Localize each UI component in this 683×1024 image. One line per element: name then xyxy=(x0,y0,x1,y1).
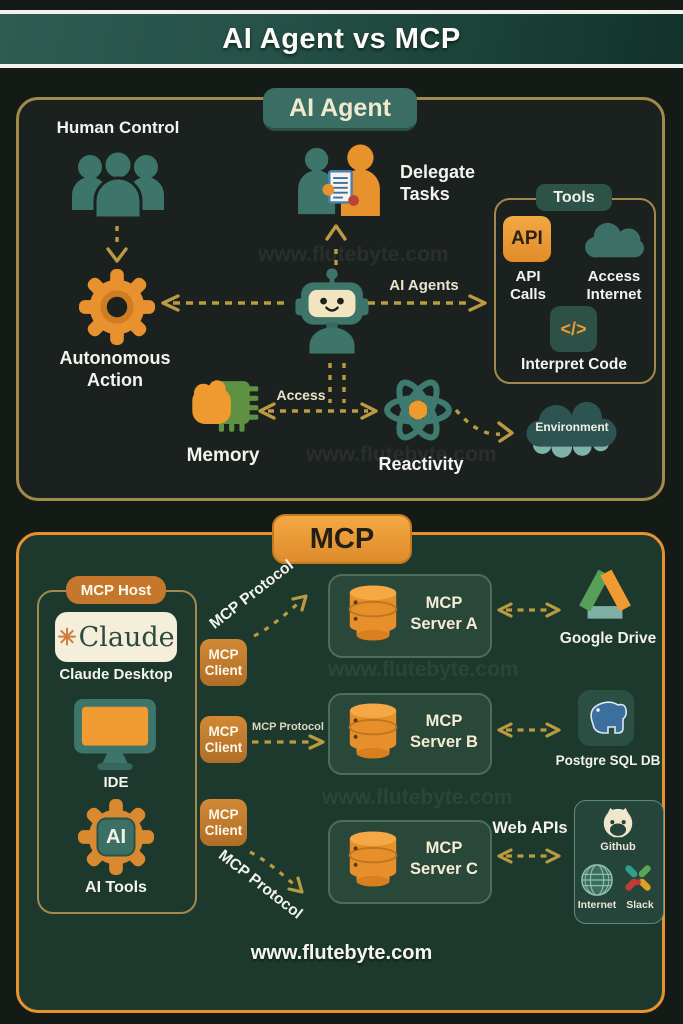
watermark-mcp-bottom: www.flutebyte.com xyxy=(322,786,513,809)
mcp-server-c-label: MCP Server C xyxy=(410,839,478,879)
arrow-client1-to-serverA xyxy=(253,594,308,638)
database-icon-b xyxy=(348,703,398,759)
page-title: AI Agent vs MCP xyxy=(222,22,461,55)
internet-cloud-icon xyxy=(585,222,644,258)
ai-agents-label: AI Agents xyxy=(389,277,459,294)
claude-logo: ✳ Claude xyxy=(55,612,177,662)
github-icon xyxy=(603,807,633,838)
web-services-box xyxy=(574,800,664,924)
arrow-memory-reactivity xyxy=(258,402,378,420)
mcp-protocol-label-2: MCP Protocol xyxy=(252,721,324,733)
mcp-client-3: MCP Client xyxy=(200,799,247,846)
arrow-robot-to-action xyxy=(161,294,284,312)
ai-badge-text: AI xyxy=(106,825,126,848)
access-label: Access xyxy=(276,387,326,403)
ide-label: IDE xyxy=(103,774,129,791)
environment-cloud-icon: Environment xyxy=(520,398,624,458)
mcp-server-b-label: MCP Server B xyxy=(410,712,478,752)
arrow-serverC-webapis xyxy=(497,848,561,864)
internet-globe-icon xyxy=(581,864,613,896)
interpret-code-icon: </> xyxy=(550,306,597,352)
environment-label: Environment xyxy=(535,420,609,434)
github-label: Github xyxy=(600,841,636,853)
watermark-mcp-top: www.flutebyte.com xyxy=(328,658,519,681)
header-banner: AI Agent vs MCP xyxy=(0,10,683,68)
ai-agent-title-badge: AI Agent xyxy=(263,88,417,131)
arrow-client3-to-serverC xyxy=(249,850,304,894)
human-control-label: Human Control xyxy=(56,118,180,137)
gear-icon xyxy=(78,268,156,346)
mcp-server-a-label: MCP Server A xyxy=(410,594,478,634)
api-icon: API xyxy=(503,216,551,262)
arrow-human-to-action xyxy=(106,226,128,263)
arrow-client2-to-serverB xyxy=(252,734,325,750)
claude-desktop-label: Claude Desktop xyxy=(59,666,173,683)
autonomous-action-label: Autonomous Action xyxy=(59,348,171,390)
interpret-code-label: Interpret Code xyxy=(521,356,627,373)
footer-site-text: www.flutebyte.com xyxy=(250,942,433,964)
watermark-ai-top: www.flutebyte.com xyxy=(258,243,449,266)
arrow-robot-to-delegate xyxy=(325,224,347,265)
arrow-reactivity-to-environment xyxy=(454,408,514,443)
mcp-title-badge: MCP xyxy=(272,514,412,564)
ide-monitor-icon xyxy=(74,698,156,771)
delegate-tasks-icon xyxy=(298,144,380,217)
ai-tools-label: AI Tools xyxy=(85,879,147,896)
slack-icon xyxy=(625,865,651,891)
memory-chip-icon xyxy=(192,380,259,432)
postgresql-icon xyxy=(578,690,634,746)
arrow-serverB-postgres xyxy=(497,722,561,738)
claude-wordmark: Claude xyxy=(78,621,175,653)
robot-icon xyxy=(295,268,369,354)
tools-title-badge: Tools xyxy=(536,184,612,211)
atom-icon xyxy=(384,379,452,441)
google-drive-icon xyxy=(579,569,631,619)
ai-tools-gear-icon: AI xyxy=(77,798,155,876)
arrow-serverA-drive xyxy=(497,602,561,618)
delegate-tasks-label: Delegate Tasks xyxy=(400,162,476,204)
slack-label: Slack xyxy=(626,899,654,911)
access-internet-label: Access Internet xyxy=(586,268,642,304)
memory-label: Memory xyxy=(186,445,260,466)
people-group-icon xyxy=(72,149,164,220)
database-icon-a xyxy=(348,585,398,641)
mcp-client-1: MCP Client xyxy=(200,639,247,686)
database-icon-c xyxy=(348,831,398,887)
postgres-label: Postgre SQL DB xyxy=(555,753,661,768)
claude-mark-icon: ✳ xyxy=(57,623,77,650)
watermark-ai-bottom: www.flutebyte.com xyxy=(306,443,497,466)
internet-label: Internet xyxy=(577,899,617,911)
api-calls-label: API Calls xyxy=(510,268,546,304)
reactivity-label: Reactivity xyxy=(378,454,464,474)
web-apis-label: Web APIs xyxy=(492,819,568,837)
mcp-host-title-badge: MCP Host xyxy=(66,576,166,604)
google-drive-label: Google Drive xyxy=(559,630,657,647)
mcp-client-2: MCP Client xyxy=(200,716,247,763)
arrow-robot-to-tools xyxy=(368,294,487,312)
